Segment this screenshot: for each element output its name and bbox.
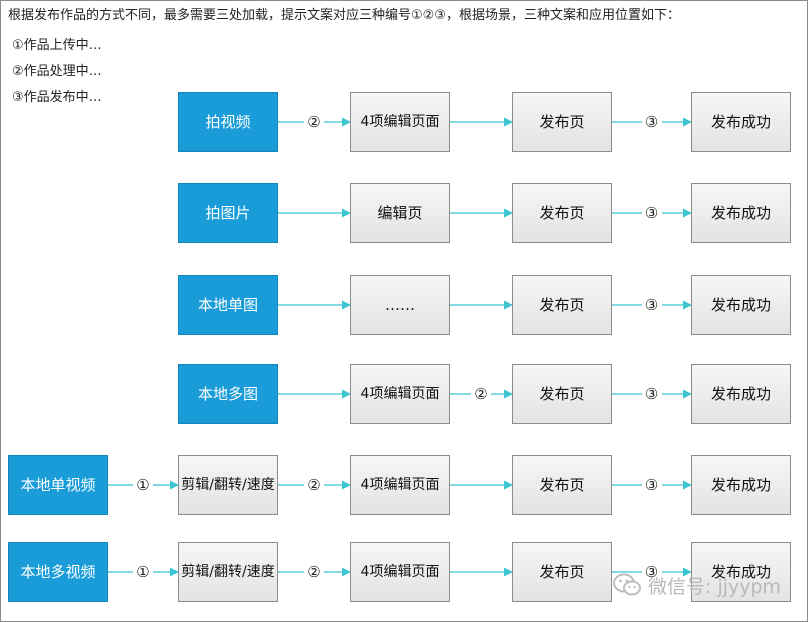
note-processing: ②作品处理中… xyxy=(12,64,102,79)
row6-start-box: 剪辑/翻转/速度 xyxy=(178,542,278,602)
row4-marker-3: ② xyxy=(471,384,491,404)
row1-edit-box: 4项编辑页面 xyxy=(350,92,450,152)
row2-marker-4: ③ xyxy=(641,203,662,223)
row3-edit-box: …… xyxy=(350,275,450,335)
row4-start-box: 本地多图 xyxy=(178,364,278,424)
watermark: 微信号: jjyypm xyxy=(612,570,781,600)
row2-start-box: 拍图片 xyxy=(178,183,278,243)
row6-success-box: 发布成功 xyxy=(691,542,791,602)
row5-success-box: 发布成功 xyxy=(691,455,791,515)
row1-success-box: 发布成功 xyxy=(691,92,791,152)
row3-success-box: 发布成功 xyxy=(691,275,791,335)
row1-marker-2: ② xyxy=(304,112,324,132)
row3-publish-box: 发布页 xyxy=(512,275,612,335)
row2-publish-box: 发布页 xyxy=(512,183,612,243)
row4-success-box: 发布成功 xyxy=(691,364,791,424)
row6-source-box: 本地多视频 xyxy=(8,542,108,602)
row3-start-box: 本地单图 xyxy=(178,275,278,335)
row6-edit-box: 4项编辑页面 xyxy=(350,542,450,602)
row4-marker-4: ③ xyxy=(641,384,662,404)
row5-marker-4: ③ xyxy=(641,475,662,495)
row5-marker-1: ① xyxy=(133,475,153,495)
row6-marker-4: ③ xyxy=(641,562,662,582)
row5-publish-box: 发布页 xyxy=(512,455,612,515)
row6-publish-box: 发布页 xyxy=(512,542,612,602)
row2-success-box: 发布成功 xyxy=(691,183,791,243)
row3-marker-4: ③ xyxy=(641,295,662,315)
row1-publish-box: 发布页 xyxy=(512,92,612,152)
note-publishing: ③作品发布中… xyxy=(12,90,102,105)
wechat-icon xyxy=(613,573,641,596)
row5-edit-box: 4项编辑页面 xyxy=(350,455,450,515)
row2-edit-box: 编辑页 xyxy=(350,183,450,243)
row5-start-box: 剪辑/翻转/速度 xyxy=(178,455,278,515)
note-uploading: ①作品上传中… xyxy=(12,38,102,53)
row4-edit-box: 4项编辑页面 xyxy=(350,364,450,424)
intro-text: 根据发布作品的方式不同，最多需要三处加载，提示文案对应三种编号①②③，根据场景，… xyxy=(8,8,680,23)
watermark-text: 微信号: jjyypm xyxy=(648,575,782,598)
row5-marker-2: ② xyxy=(304,475,324,495)
row1-marker-4: ③ xyxy=(641,112,662,132)
row1-start-box: 拍视频 xyxy=(178,92,278,152)
row5-source-box: 本地单视频 xyxy=(8,455,108,515)
row6-marker-2: ② xyxy=(304,562,324,582)
row4-publish-box: 发布页 xyxy=(512,364,612,424)
row6-marker-1: ① xyxy=(133,562,153,582)
